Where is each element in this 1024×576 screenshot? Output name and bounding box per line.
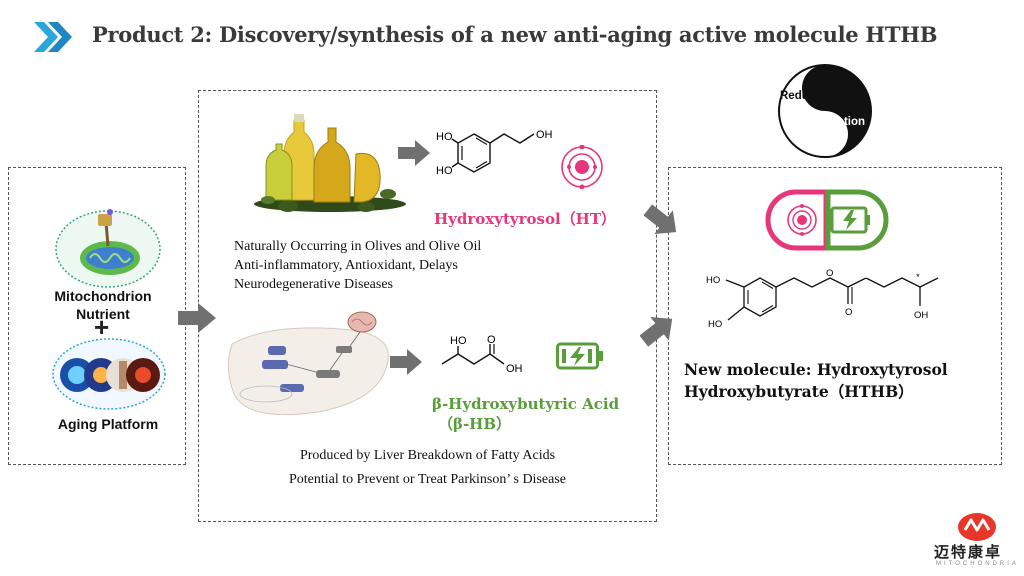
aging-platform-label: Aging Platform — [57, 416, 159, 432]
arrow-icon — [398, 140, 430, 166]
ho-label: HO — [436, 165, 453, 177]
hb-desc-line: Potential to Prevent or Treat Parkinson’… — [289, 472, 566, 487]
arrow-icon — [390, 349, 422, 375]
beta-hb-name-line: β-Hydroxybutyric Acid — [432, 395, 620, 413]
ho-label: HO — [450, 335, 467, 347]
hydroxytyrosol-structure: HO HO OH — [436, 129, 553, 177]
new-molecule-name: New molecule: Hydroxytyrosol Hydroxybuty… — [684, 359, 948, 403]
hydroxytyrosol-name: Hydroxytyrosol（HT） — [434, 210, 616, 228]
atom-icon — [561, 145, 603, 189]
right-panel — [668, 167, 1002, 465]
new-molecule-line: Hydroxybutyrate（HTHB） — [684, 382, 914, 401]
oh-label: OH — [914, 310, 928, 321]
hthb-structure: HO HO O O OH * — [706, 268, 939, 330]
yin-yang-icon: Reduction Oxidation — [778, 64, 872, 158]
ho-label: HO — [436, 131, 453, 143]
oxidation-label: Oxidation — [812, 116, 865, 128]
reduction-label: Reduction — [780, 90, 836, 102]
oh-label: OH — [536, 129, 553, 141]
beta-hb-name: β-Hydroxybutyric Acid （β-HB） — [432, 394, 619, 434]
ht-desc-line: Anti-inflammatory, Antioxidant, Delays — [234, 258, 458, 273]
o-label: O — [487, 334, 496, 346]
olive-oil-image — [254, 114, 406, 212]
o-carbonyl-label: O — [845, 307, 852, 318]
aging-platform-icon — [52, 338, 166, 410]
arrow-icon — [640, 316, 673, 347]
battery-icon — [556, 342, 603, 370]
new-molecule-line: New molecule: Hydroxytyrosol — [684, 360, 948, 379]
mitochondrion-nutrient-label: Mitochondrion Nutrient — [54, 288, 152, 322]
hb-description: Produced by Liver Breakdown of Fatty Aci… — [198, 444, 657, 492]
ho-label: HO — [708, 319, 722, 330]
brand-logo-sub: MITOCHONDRIA — [936, 561, 1019, 567]
liver-pathway-image — [228, 311, 389, 416]
capsule-icon — [765, 189, 889, 251]
ht-desc-line: Neurodegenerative Diseases — [234, 277, 393, 292]
mitochondrion-icon — [55, 209, 161, 288]
brand-logo-icon — [958, 513, 996, 541]
chiral-star: * — [916, 272, 920, 283]
oh-label: OH — [506, 363, 523, 375]
double-chevron-icon — [34, 22, 72, 52]
beta-hydroxybutyric-structure: HO OH O — [441, 334, 523, 375]
page-title: Product 2: Discovery/synthesis of a new … — [92, 22, 938, 47]
ho-label: HO — [706, 275, 720, 286]
brand-logo-text: 迈特康卓 — [934, 543, 1003, 561]
beta-hb-name-line: （β-HB） — [438, 415, 512, 433]
hb-desc-line: Produced by Liver Breakdown of Fatty Aci… — [299, 448, 556, 463]
ht-description: Naturally Occurring in Olives and Olive … — [234, 237, 481, 294]
ht-desc-line: Naturally Occurring in Olives and Olive … — [234, 239, 482, 254]
arrow-icon — [644, 204, 677, 235]
o-ester-label: O — [826, 268, 833, 279]
arrow-icon — [178, 303, 216, 333]
plus-sign: + — [94, 312, 110, 342]
